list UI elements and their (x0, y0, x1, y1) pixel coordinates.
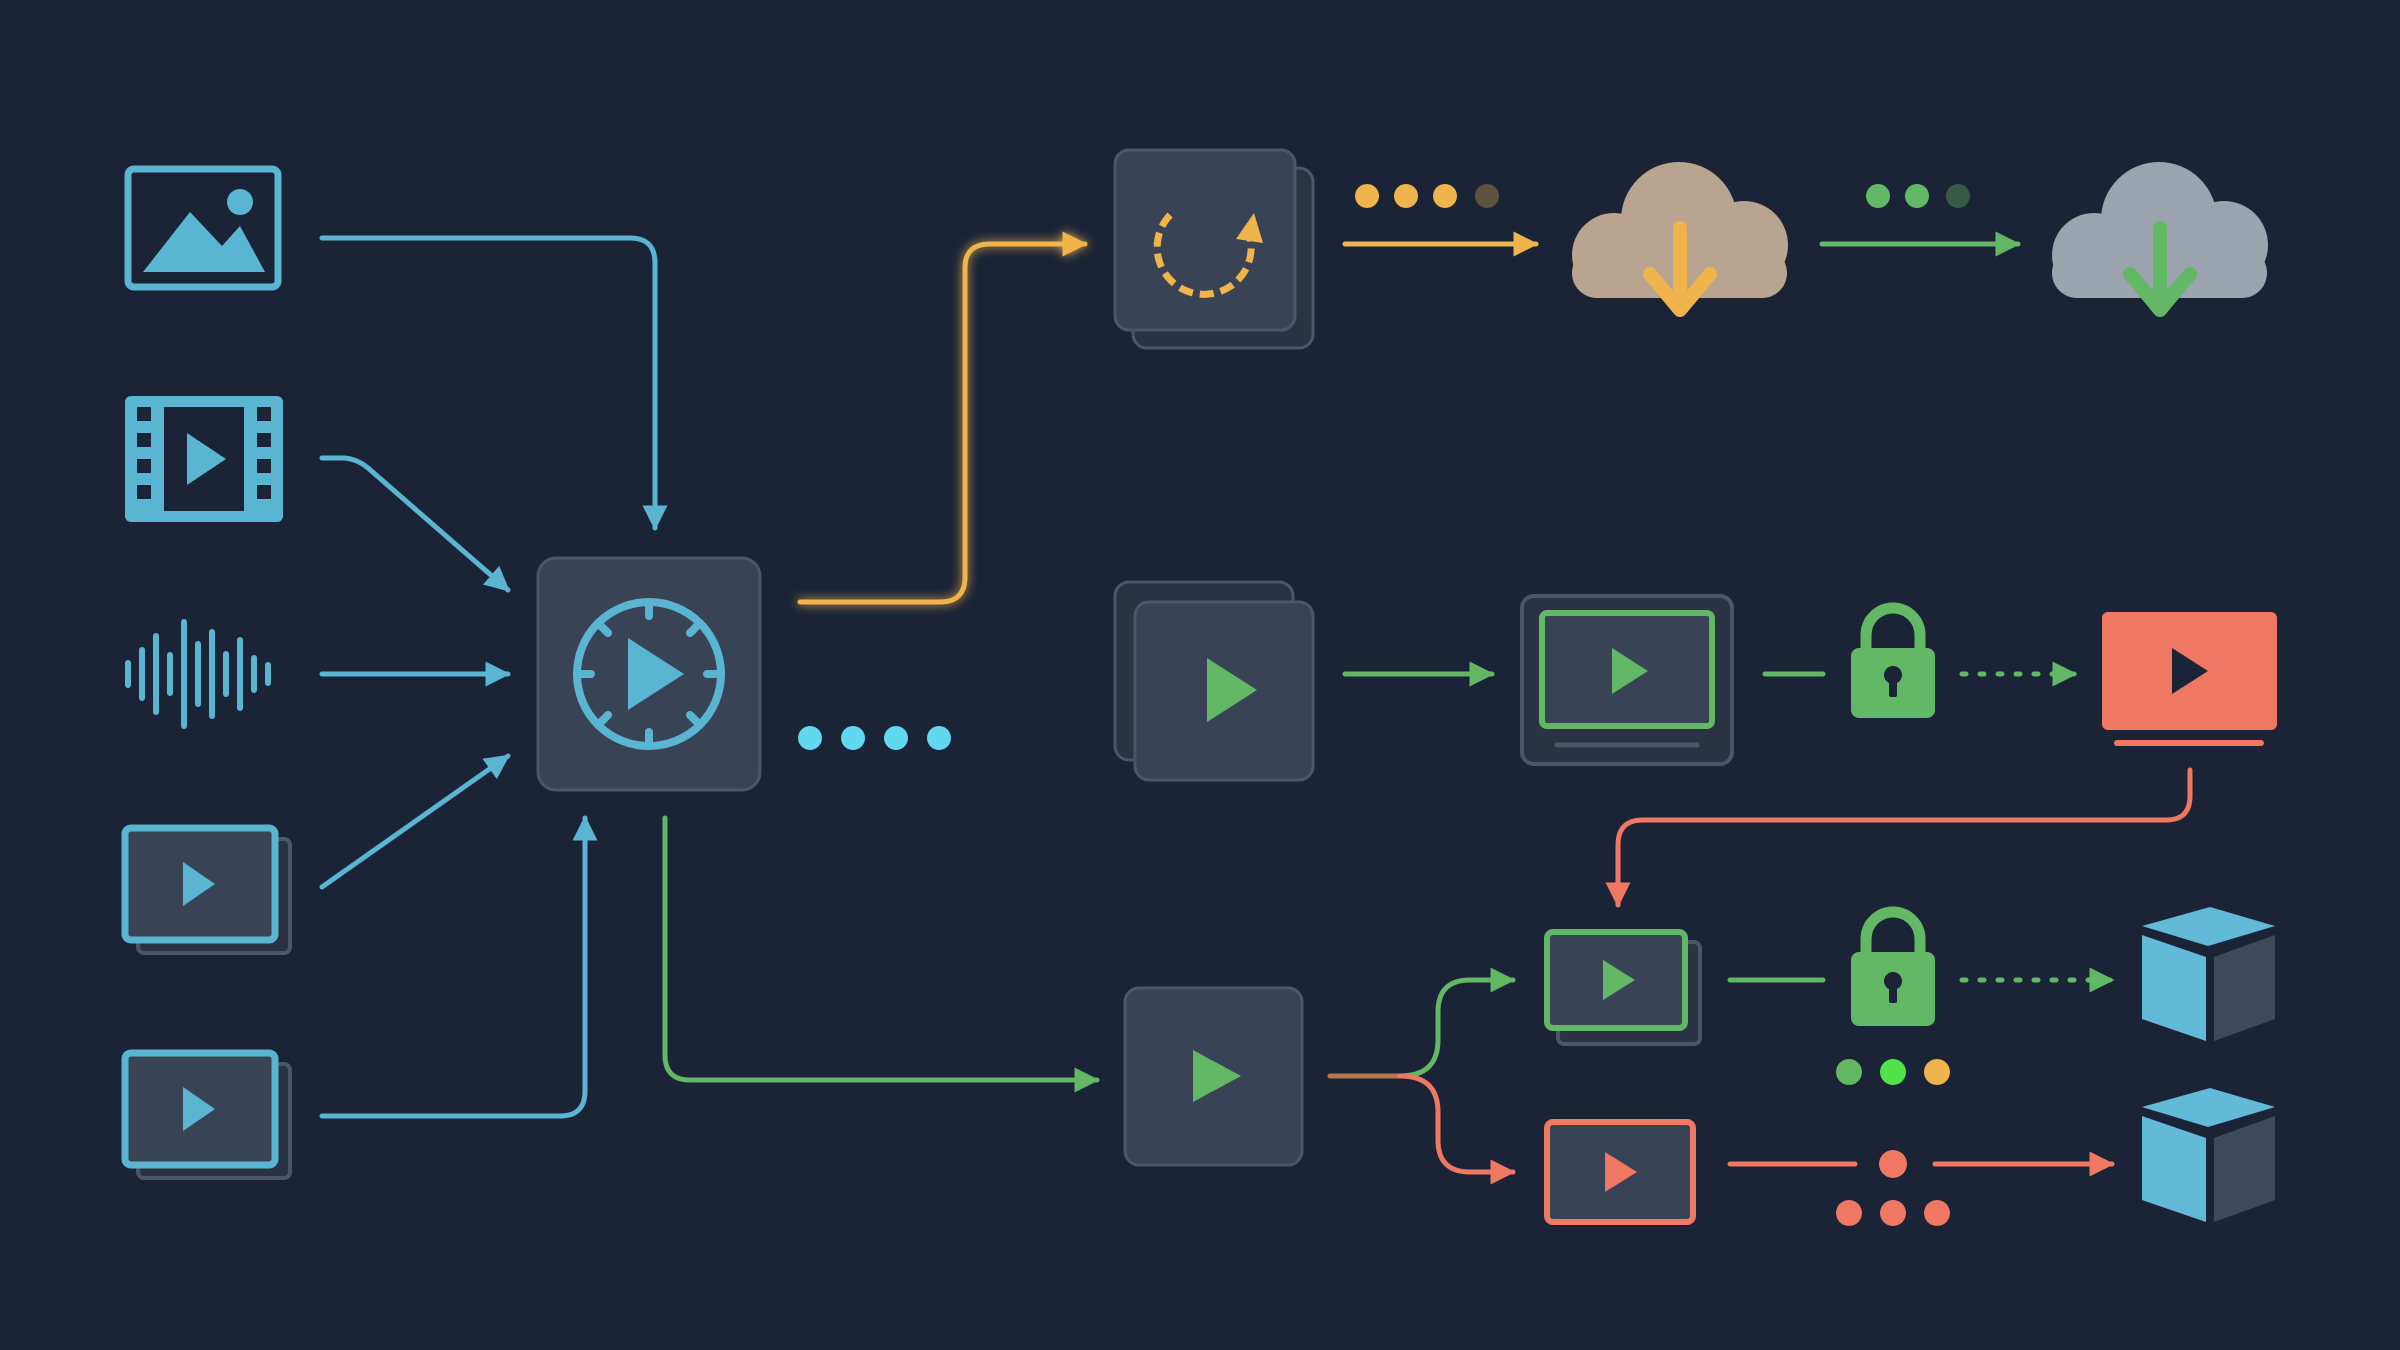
tv-play-icon[interactable] (2102, 612, 2277, 746)
player-node[interactable] (1123, 986, 1304, 1167)
video-window-green[interactable] (1544, 929, 1702, 1046)
arrow-hub-to-processing (797, 231, 1088, 605)
processing-node[interactable] (1113, 148, 1315, 350)
status-dots-lower-red-branch (1836, 1150, 1950, 1226)
arrow-film-to-hub (319, 455, 511, 593)
status-dots-top-to-cloud (1866, 184, 1970, 208)
arrow-hub-to-player (662, 815, 1100, 1093)
playlist-node[interactable] (1113, 580, 1315, 782)
status-dots-lower-green-branch (1836, 1059, 1950, 1085)
arrow-image-to-hub (319, 235, 668, 531)
cloud-download-icon (2052, 162, 2268, 317)
play-icon (1207, 658, 1257, 722)
status-dots-hub-output (798, 726, 951, 750)
video-window-icon (121, 824, 292, 955)
status-dots-top-pipeline (1355, 184, 1499, 208)
film-strip-icon (125, 396, 283, 522)
arrow-tv-to-green-player (1605, 767, 2193, 908)
image-icon (124, 165, 282, 291)
cube-icon (2142, 907, 2275, 1041)
arrow-video1-to-hub (319, 753, 511, 890)
arrow-branch-to-red-player (1397, 1073, 1516, 1185)
audio-waveform-icon (125, 619, 271, 729)
cube-icon (2142, 1088, 2275, 1222)
video-window-icon (121, 1049, 292, 1180)
arrow-video2-to-hub (319, 815, 598, 1119)
padlock-icon (1851, 906, 1935, 1026)
hub-node[interactable] (536, 556, 762, 792)
cloud-download-icon (1572, 162, 1788, 317)
padlock-icon (1851, 602, 1935, 718)
stopwatch-play-icon (573, 598, 725, 750)
play-icon (1193, 1050, 1241, 1102)
video-window-red[interactable] (1544, 1119, 1696, 1225)
arrow-branch-to-green-player (1397, 967, 1516, 1079)
monitor-play-icon[interactable] (1520, 594, 1734, 766)
refresh-icon (1153, 211, 1263, 298)
